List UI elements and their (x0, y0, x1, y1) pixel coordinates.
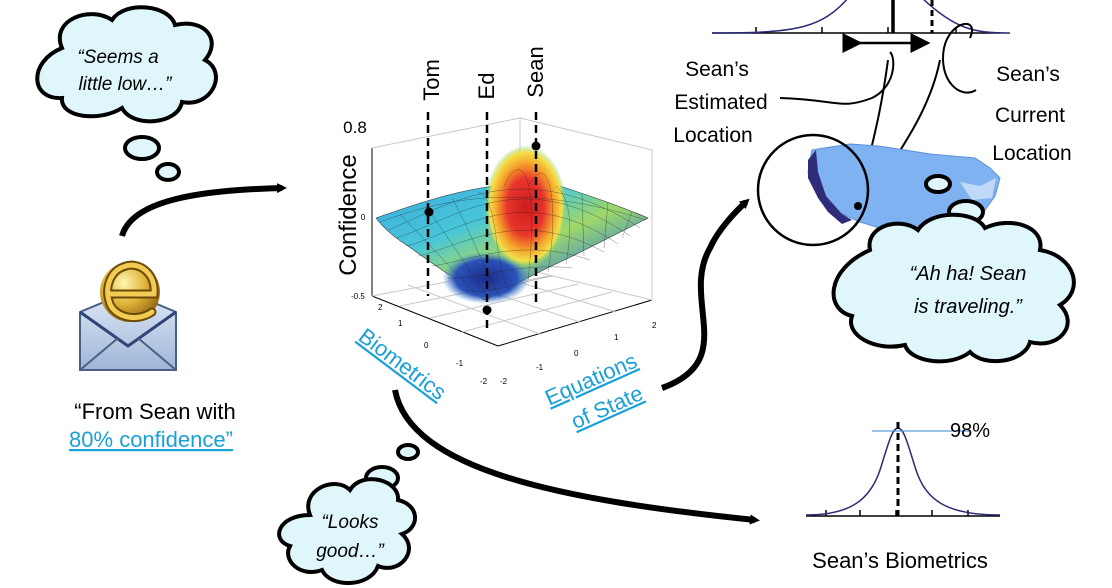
z-max-label: 0.8 (343, 118, 367, 137)
current-location-line1: Sean’s (996, 63, 1060, 86)
z-min-label: -0.5 (351, 292, 365, 301)
marker-label-sean: Sean (523, 46, 548, 97)
location-curve-left (711, 0, 848, 34)
estimated-location-line1: Sean’s (685, 58, 749, 81)
confidence-link[interactable]: 80% confidence” (69, 427, 233, 452)
thought-traveling-line2: is traveling.” (914, 296, 1023, 318)
estimated-location-label: Sean’s Estimated Location (673, 58, 767, 147)
thought-cloud-traveling: “Ah ha! Sean is traveling.” (831, 174, 1076, 364)
biometric-distribution-plot: 98% Sean’s Biometrics (805, 420, 1001, 573)
biometric-percent-label: 98% (950, 420, 990, 442)
thought-low-line1: “Seems a (77, 47, 158, 68)
arrow-biometrics-to-plot (392, 389, 760, 525)
y-axis-line (497, 299, 653, 347)
arrow-email-to-surface (119, 183, 287, 238)
y-tick-label: 2 (652, 321, 657, 330)
x-tick-label: 0 (424, 341, 429, 350)
y-tick-label: 1 (614, 333, 619, 342)
y-tick-label: -1 (536, 363, 544, 372)
us-map-east-region (960, 178, 996, 200)
thought-good-line1: “Looks (321, 512, 379, 533)
marker-point-sean (531, 141, 541, 151)
thought-good-line2: good…” (316, 541, 385, 562)
location-distribution-plot (711, 0, 1011, 53)
surface-peak (484, 144, 567, 269)
estimated-location-line3: Location (673, 124, 752, 147)
z-axis-title: Confidence (335, 154, 362, 275)
x-tick-label: -1 (456, 359, 464, 368)
estimated-connector (779, 51, 895, 105)
y-tick-label: -2 (500, 377, 508, 386)
map-zoom-circle (756, 133, 870, 247)
current-connector (942, 22, 977, 94)
email-icon (79, 260, 177, 371)
z-zero-label: 0 (361, 213, 366, 222)
current-location-line3: Location (992, 142, 1071, 165)
arrow-equations-to-map (660, 198, 750, 391)
x-tick-label: 2 (378, 303, 383, 312)
marker-point-ed (482, 305, 492, 315)
thought-traveling-line1: “Ah ha! Sean (910, 263, 1027, 285)
x-axis-line (371, 295, 499, 347)
biometric-caption: Sean’s Biometrics (812, 548, 988, 573)
confidence-surface-plot: 0.8 0 -0.5 Confidence 2 1 0 -1 -2 -2 -1 … (335, 46, 657, 386)
us-map-west-coast (808, 150, 852, 224)
marker-label-tom: Tom (419, 59, 444, 101)
thought-low-line2: little low…” (79, 74, 174, 95)
estimated-location-line2: Estimated (674, 91, 767, 114)
y-tick-labels: -2 -1 0 1 2 (500, 321, 657, 386)
current-location-line2: Current (995, 104, 1065, 127)
x-tick-labels: 2 1 0 -1 -2 (378, 303, 488, 386)
y-tick-label: 0 (574, 349, 579, 358)
x-tick-label: -2 (480, 377, 488, 386)
x-tick-label: 1 (398, 319, 403, 328)
biometrics-link[interactable]: Biometrics (354, 323, 451, 405)
us-map-location-dot (854, 202, 862, 210)
thought-cloud-good: “Looks good…” (277, 443, 420, 585)
surface-mesh-lines (379, 169, 647, 301)
current-location-label: Sean’s Current Location (992, 63, 1071, 165)
thought-cloud-low: “Seems a little low…” (35, 5, 218, 182)
marker-label-ed: Ed (474, 73, 499, 100)
marker-point-tom (424, 207, 434, 217)
email-caption-line1: “From Sean with (74, 399, 235, 424)
